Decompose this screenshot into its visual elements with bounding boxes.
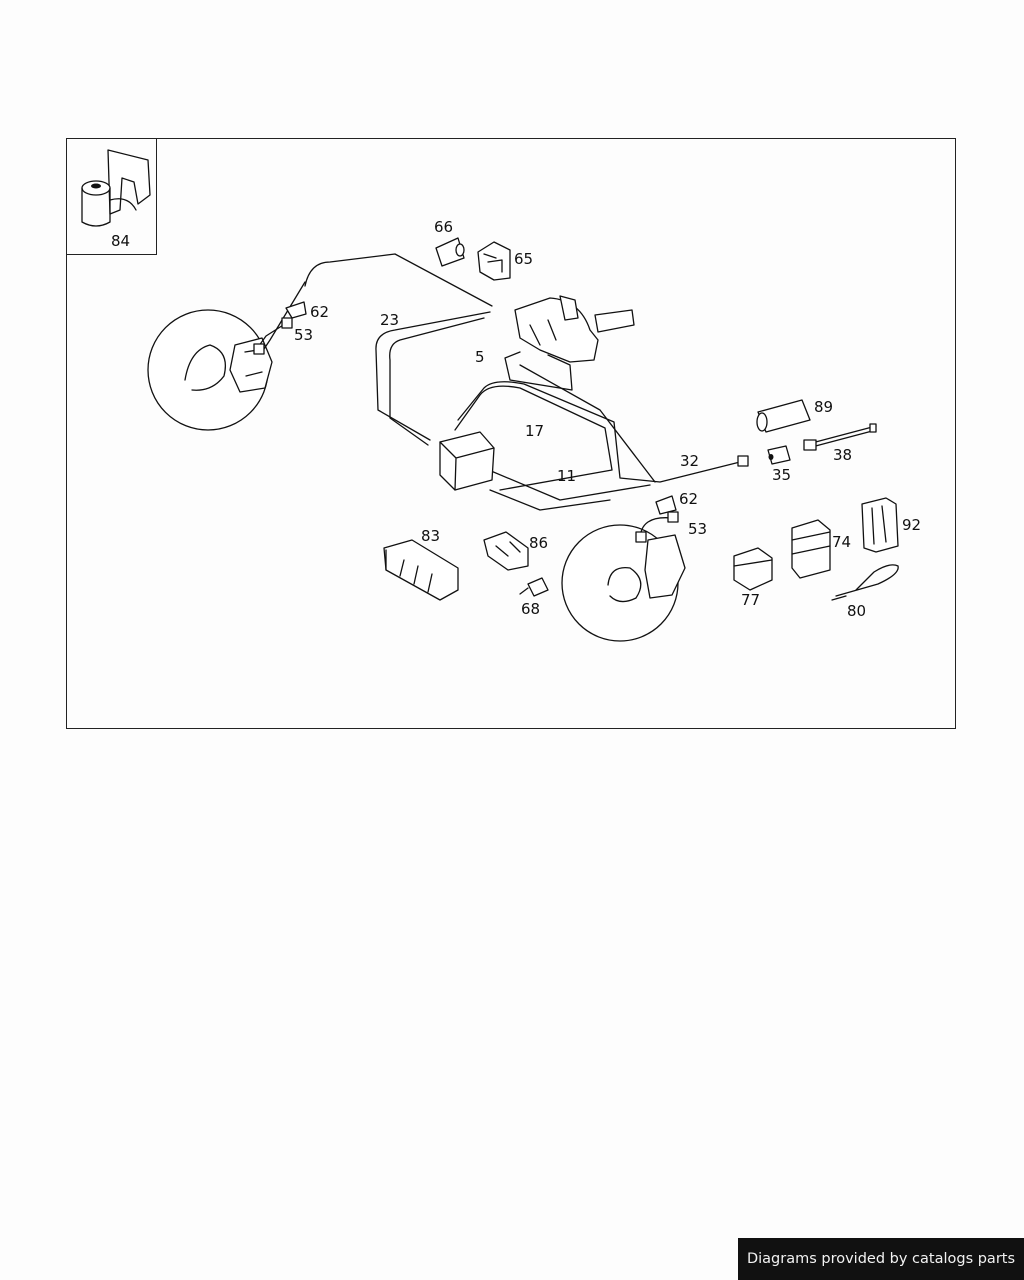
part-66-sleeve-drawing	[435, 237, 465, 267]
part-80-cable-tie-drawing	[831, 564, 899, 601]
diagram-frame	[66, 138, 956, 729]
part-84-clip-drawing	[81, 149, 151, 227]
brake-lines-drawing	[261, 253, 741, 511]
part-35-nut-drawing	[767, 445, 791, 465]
part-65-clip-drawing	[477, 241, 511, 281]
callout-80: 80	[847, 602, 866, 620]
callout-92: 92	[902, 516, 921, 534]
part-32-fitting-drawing	[737, 455, 749, 467]
brake-disc-right-drawing	[561, 524, 686, 642]
callout-53-left: 53	[294, 326, 313, 344]
callout-89: 89	[814, 398, 833, 416]
callout-11: 11	[557, 467, 576, 485]
callout-65: 65	[514, 250, 533, 268]
inset-box-part-84	[66, 138, 157, 255]
callout-74: 74	[832, 533, 851, 551]
part-53-left-hose-drawing	[253, 317, 293, 355]
part-86-holder-drawing	[483, 531, 529, 571]
part-74-block-drawing	[791, 519, 831, 579]
part-68-sensor-drawing	[519, 577, 549, 597]
part-38-pipe-drawing	[803, 423, 877, 451]
part-62-left-clip-drawing	[285, 301, 307, 319]
callout-38: 38	[833, 446, 852, 464]
part-92-holder-drawing	[861, 497, 899, 553]
callout-84: 84	[111, 232, 130, 250]
part-62-right-clip-drawing	[655, 495, 677, 515]
callout-5: 5	[475, 348, 485, 366]
part-53-right-hose-drawing	[635, 511, 679, 543]
callout-86: 86	[529, 534, 548, 552]
callout-68: 68	[521, 600, 540, 618]
callout-53-right: 53	[688, 520, 707, 538]
part-89-sleeve-drawing	[756, 399, 811, 433]
callout-83: 83	[421, 527, 440, 545]
callout-32: 32	[680, 452, 699, 470]
callout-77: 77	[741, 591, 760, 609]
part-77-block-drawing	[733, 547, 773, 591]
callout-17: 17	[525, 422, 544, 440]
callout-62-left: 62	[310, 303, 329, 321]
master-cylinder-drawing	[514, 295, 635, 363]
callout-66: 66	[434, 218, 453, 236]
credit-banner: Diagrams provided by catalogs parts	[738, 1238, 1024, 1280]
distribution-block-drawing	[439, 431, 495, 491]
callout-35: 35	[772, 466, 791, 484]
callout-62-right: 62	[679, 490, 698, 508]
callout-23: 23	[380, 311, 399, 329]
brake-disc-left-drawing	[147, 309, 273, 431]
part-83-clip-drawing	[383, 539, 459, 601]
